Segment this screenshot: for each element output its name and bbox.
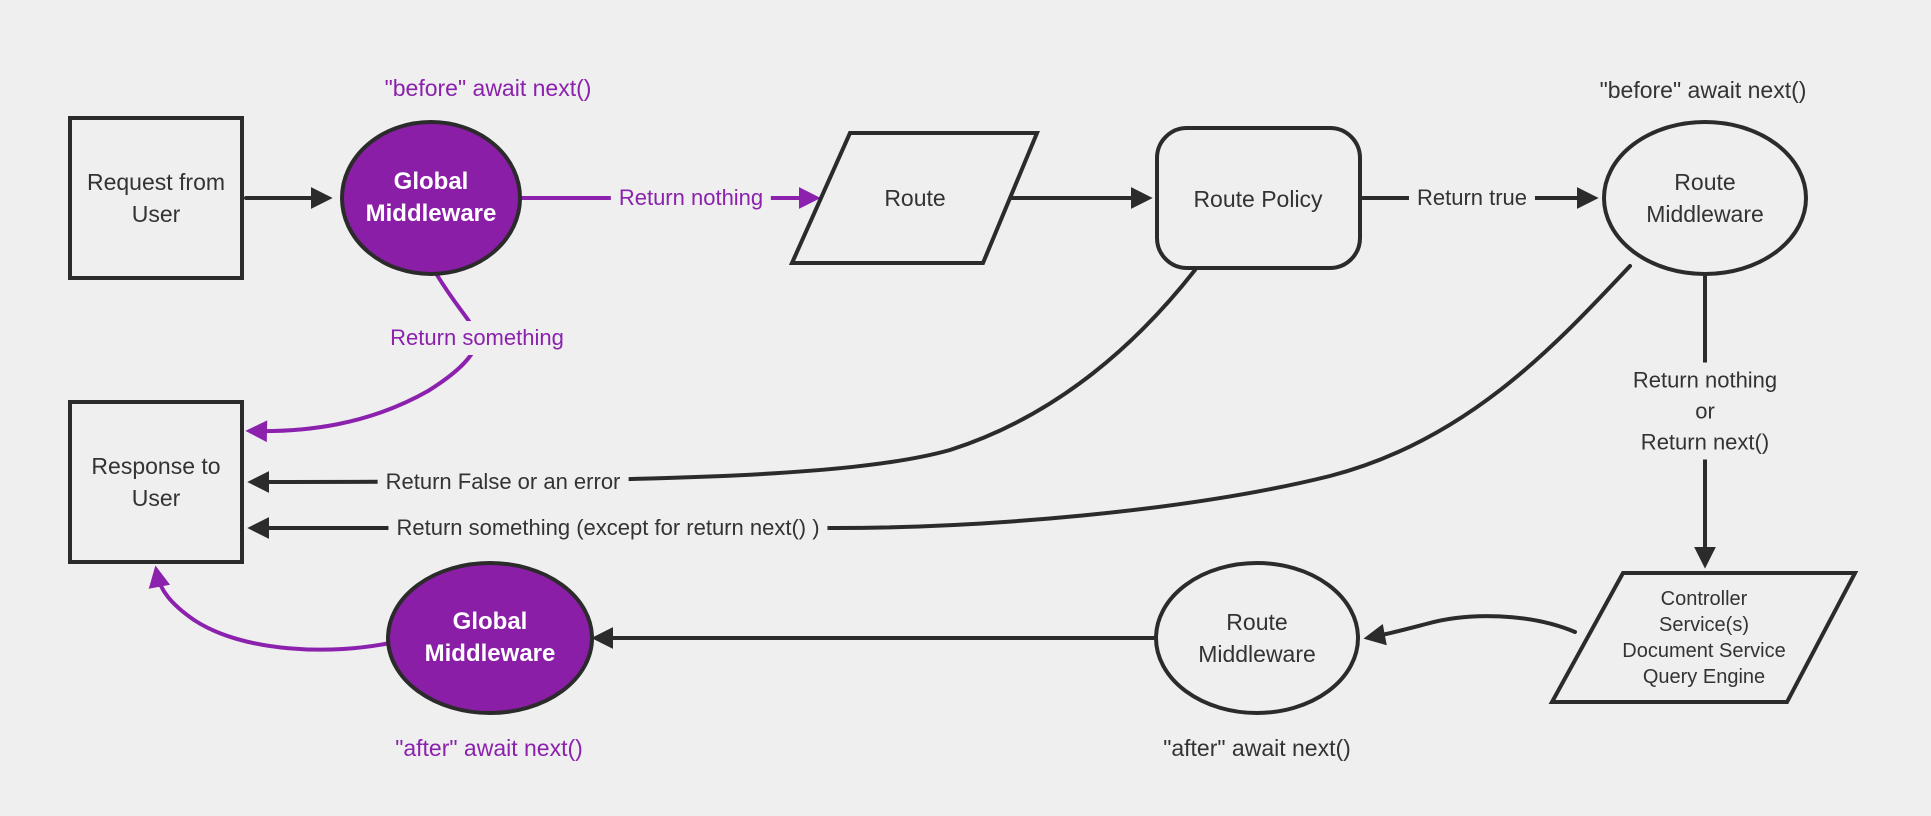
return-something-label: Return something bbox=[382, 321, 572, 355]
return-false-or-error-label: Return False or an error bbox=[377, 465, 629, 499]
request-node-label: Request from User bbox=[87, 166, 225, 230]
return-nothing-or-line1: Return nothing bbox=[1632, 367, 1778, 393]
return-nothing-or-line3: Return next() bbox=[1640, 429, 1770, 455]
before-await-next-global-label: "before" await next() bbox=[384, 75, 592, 101]
global-middleware-bottom-label: Global Middleware bbox=[425, 606, 556, 670]
request-node-line1: Request from bbox=[86, 169, 226, 195]
route-node-label: Route bbox=[884, 185, 946, 211]
route-middleware-bottom-label: Route Middleware bbox=[1198, 606, 1316, 670]
controller-line1: Controller bbox=[1660, 588, 1748, 610]
return-something-except-label: Return something (except for return next… bbox=[388, 511, 828, 545]
node-response-to-user bbox=[68, 400, 244, 564]
node-route-middleware-top bbox=[1602, 120, 1808, 276]
global-mw-bottom-line1: Global bbox=[452, 608, 528, 635]
global-mw-top-line1: Global bbox=[393, 168, 469, 195]
route-mw-top-line1: Route bbox=[1674, 169, 1736, 195]
after-await-next-route-label: "after" await next() bbox=[1163, 735, 1351, 761]
edge-route-policy-to-response bbox=[247, 268, 1197, 493]
global-mw-bottom-line2: Middleware bbox=[424, 640, 556, 667]
node-global-middleware-bottom bbox=[386, 561, 594, 715]
response-node-line2: User bbox=[131, 485, 181, 511]
return-nothing-or-line2: or bbox=[1695, 398, 1715, 424]
node-controller-services bbox=[1548, 571, 1859, 704]
request-node-line2: User bbox=[131, 201, 181, 227]
controller-line4: Query Engine bbox=[1642, 666, 1766, 688]
after-await-next-global-label: "after" await next() bbox=[395, 735, 583, 761]
route-mw-bottom-line2: Middleware bbox=[1198, 641, 1316, 667]
global-middleware-top-label: Global Middleware bbox=[366, 166, 497, 230]
controller-line3: Document Service bbox=[1622, 640, 1786, 662]
controller-node-label: Controller Service(s) Document Service Q… bbox=[1622, 586, 1785, 690]
node-route-middleware-bottom bbox=[1154, 561, 1360, 715]
route-middleware-top-label: Route Middleware bbox=[1646, 166, 1764, 230]
return-nothing-label: Return nothing bbox=[610, 181, 772, 215]
response-node-line1: Response to bbox=[91, 453, 221, 479]
node-request-from-user bbox=[68, 116, 244, 280]
node-route bbox=[788, 131, 1040, 265]
route-mw-bottom-line1: Route bbox=[1226, 609, 1288, 635]
edge-route-mw-to-response bbox=[247, 264, 1632, 539]
global-mw-top-line2: Middleware bbox=[365, 200, 497, 227]
controller-line2: Service(s) bbox=[1658, 614, 1749, 636]
edge-global-mw-to-response bbox=[245, 273, 479, 443]
route-policy-node-label: Route Policy bbox=[1193, 186, 1323, 212]
response-node-label: Response to User bbox=[91, 450, 220, 514]
node-route-policy bbox=[1155, 126, 1362, 270]
return-true-label: Return true bbox=[1408, 181, 1536, 215]
edge-controller-to-route-mw-bottom bbox=[1363, 614, 1577, 646]
route-mw-top-line2: Middleware bbox=[1646, 201, 1764, 227]
edge-global-mw-bottom-to-response bbox=[148, 565, 397, 652]
node-global-middleware-top bbox=[340, 120, 522, 276]
before-await-next-route-label: "before" await next() bbox=[1599, 77, 1807, 103]
return-nothing-or-next-label: Return nothing or Return next() bbox=[1624, 362, 1786, 460]
